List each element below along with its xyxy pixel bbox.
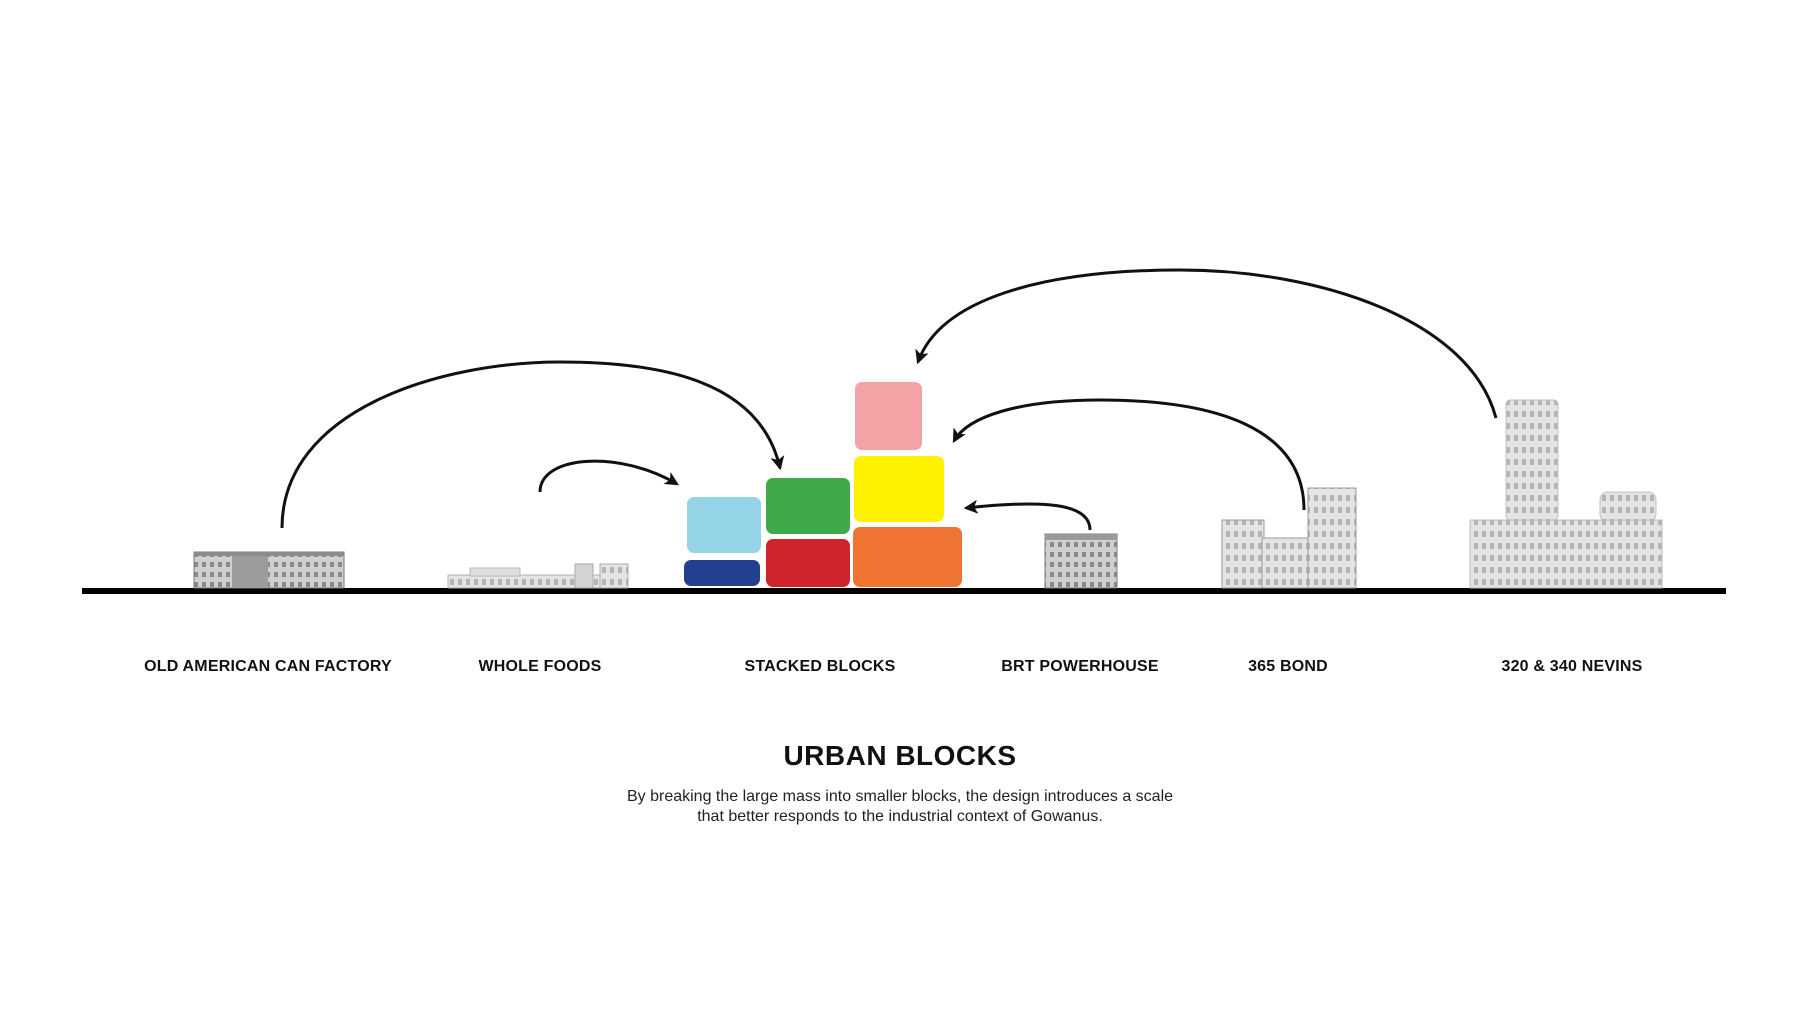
arrow-bond-to-blocks [952,398,1306,511]
label-old-american-can-factory: OLD AMERICAN CAN FACTORY [144,658,392,675]
old-american-can-factory-building [193,551,345,589]
caption-line-2: that better responds to the industrial c… [697,808,1103,825]
block-red [766,539,850,587]
block-navy [684,560,760,586]
whole-foods-building [447,563,629,589]
caption-line-1: By breaking the large mass into smaller … [626,788,1174,805]
label-stacked-blocks: STACKED BLOCKS [744,658,896,675]
arrow-wholefoods-to-blocks [538,459,680,493]
block-green [766,478,850,534]
label-brt-powerhouse: BRT POWERHOUSE [1001,658,1159,675]
stacked-blocks [684,382,962,587]
diagram-title: URBAN BLOCKS [783,740,1017,771]
label-365-bond: 365 BOND [1248,658,1328,675]
ground-line [82,588,1726,594]
arrow-factory-to-blocks [280,360,785,529]
label-320-340-nevins: 320 & 340 NEVINS [1501,658,1643,675]
block-light-blue [687,497,761,553]
bond-365-building [1221,487,1357,589]
brt-powerhouse-building [1044,533,1118,589]
block-orange [853,527,962,587]
arrow-nevins-to-blocks [915,268,1498,419]
arrows [280,268,1498,531]
nevins-320-340-building [1469,399,1663,589]
arrow-powerhouse-to-blocks [963,499,1092,531]
label-whole-foods: WHOLE FOODS [478,658,602,675]
block-yellow [854,456,944,522]
block-pink [855,382,922,450]
